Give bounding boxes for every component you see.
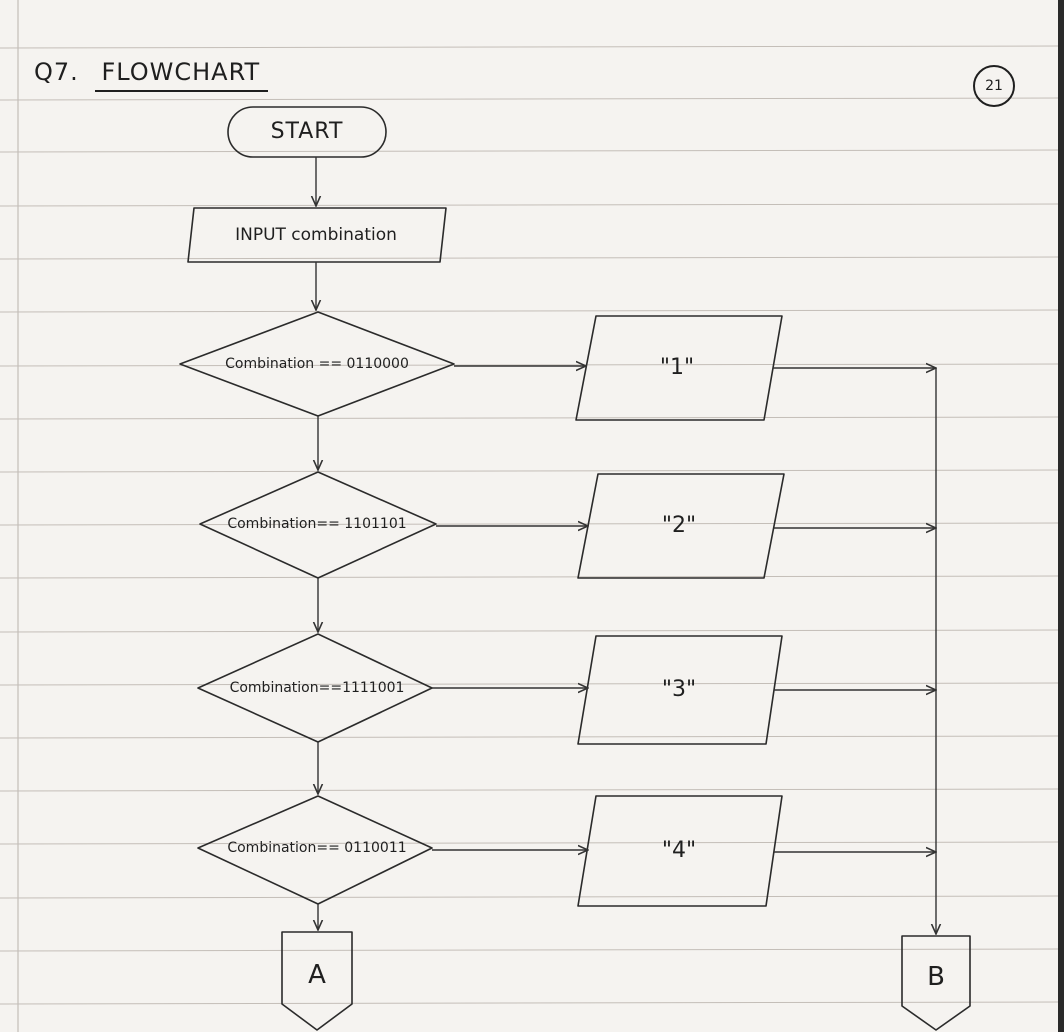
- page-heading: Q7. FLOWCHART: [34, 58, 260, 86]
- page-edge: [1058, 0, 1064, 1032]
- output-4-shape: [577, 795, 783, 907]
- start-terminator: [227, 106, 387, 158]
- output-3-shape: [577, 635, 783, 745]
- decision-3-label: Combination==1111001: [229, 680, 405, 696]
- connector-b-shape: [901, 935, 971, 1031]
- connector-b-label: B: [927, 962, 945, 992]
- decision-1-label: Combination == 0110000: [225, 356, 409, 372]
- output-2-label: "2": [661, 513, 697, 538]
- output-4-label: "4": [661, 838, 697, 863]
- start-label: START: [270, 119, 344, 144]
- input-label: INPUT combination: [235, 225, 397, 245]
- input-shape: [187, 207, 447, 263]
- page-number: 21: [973, 65, 1015, 107]
- output-3-label: "3": [661, 677, 697, 702]
- connector-a-label: A: [308, 960, 326, 990]
- question-number: Q7.: [34, 58, 79, 86]
- output-1-shape: [575, 315, 783, 421]
- output-1-label: "1": [659, 355, 695, 380]
- decision-4-label: Combination== 0110011: [227, 840, 407, 856]
- connector-a-shape: [281, 931, 353, 1031]
- decision-2-label: Combination== 1101101: [227, 516, 407, 532]
- page-title: FLOWCHART: [101, 58, 261, 86]
- output-2-shape: [577, 473, 785, 579]
